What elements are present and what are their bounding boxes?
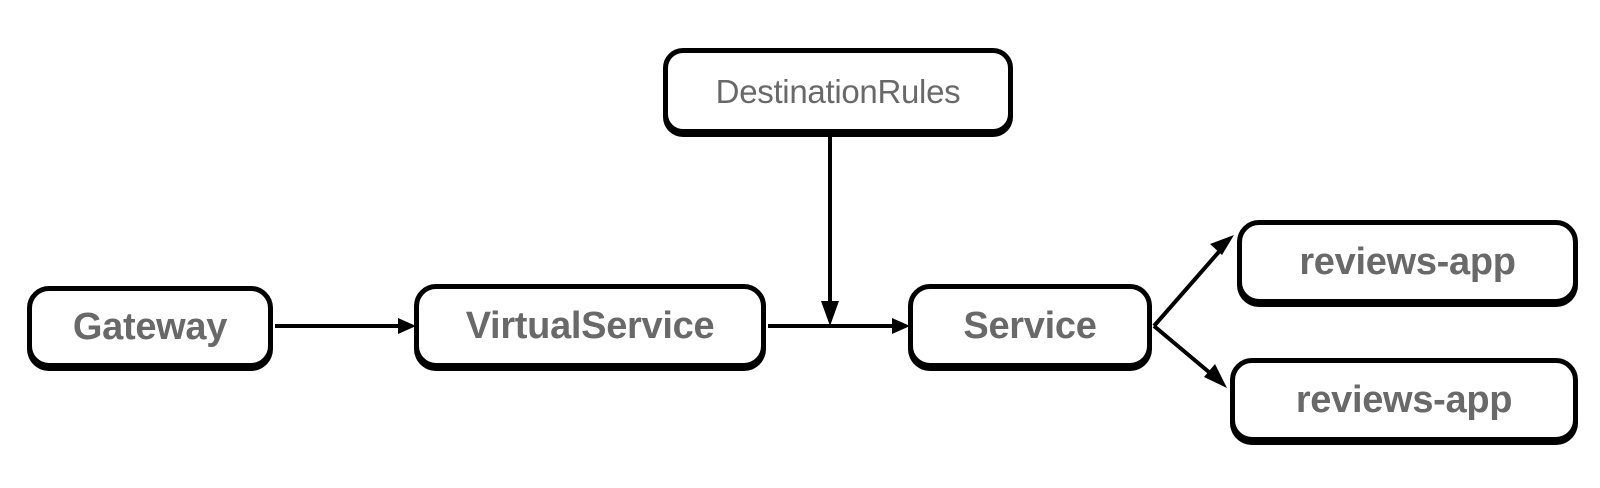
- edge-service-to-reviews-app-1: [1152, 235, 1234, 328]
- node-virtualservice-label: VirtualService: [465, 305, 715, 347]
- node-service[interactable]: Service: [908, 284, 1152, 368]
- node-reviews-app-1-label: reviews-app: [1299, 241, 1516, 283]
- node-destinationrules-label: DestinationRules: [715, 72, 961, 110]
- node-reviews-app-2[interactable]: reviews-app: [1230, 358, 1578, 442]
- node-reviews-app-1[interactable]: reviews-app: [1237, 220, 1578, 304]
- node-service-label: Service: [963, 305, 1097, 347]
- node-virtualservice[interactable]: VirtualService: [414, 284, 766, 368]
- node-gateway[interactable]: Gateway: [27, 286, 273, 368]
- edge-gateway-to-virtualservice: [275, 318, 416, 334]
- edge-virtualservice-to-service: [768, 318, 910, 334]
- edge-destinationrules-to-link: [821, 136, 839, 326]
- node-gateway-label: Gateway: [72, 306, 228, 348]
- node-destinationrules[interactable]: DestinationRules: [663, 48, 1013, 134]
- node-reviews-app-2-label: reviews-app: [1295, 379, 1513, 421]
- edge-service-to-reviews-app-2: [1152, 324, 1227, 388]
